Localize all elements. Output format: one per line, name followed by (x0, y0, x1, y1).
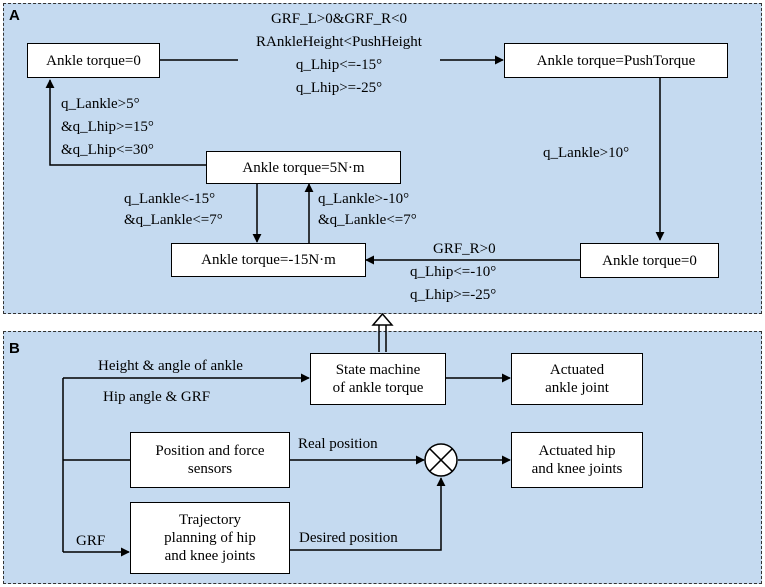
label-real-position: Real position (298, 436, 378, 452)
label-hip-grf: Hip angle & GRF (103, 389, 211, 405)
double-arrow-head (371, 312, 394, 326)
sensors-box: Position and force sensors (130, 432, 290, 488)
transition-label-s5-s4-line1: q_Lankle<-15° (124, 191, 216, 207)
transition-label-s5-s4-line2: &q_Lankle<=7° (124, 212, 223, 228)
state-box-ankle-torque-zero-1: Ankle torque=0 (27, 43, 160, 78)
transition-label-s1-s2-line1: GRF_L>0&GRF_R<0 (270, 11, 408, 27)
transition-label-s4-s5-line1: q_Lankle>-10° (318, 191, 410, 207)
transition-label-s2-s3: q_Lankle>10° (543, 145, 630, 161)
label-height-angle: Height & angle of ankle (98, 358, 243, 374)
actuated-ankle-box: Actuated ankle joint (511, 353, 643, 405)
state-machine-box: State machine of ankle torque (310, 353, 446, 405)
summing-symbol: ⊗ (435, 450, 448, 469)
state-box-minus-15: Ankle torque=-15N·m (171, 243, 366, 277)
transition-label-s3-s4-line2: q_Lhip<=-10° (410, 264, 497, 280)
transition-label-s1-s2-line3: q_Lhip<=-15° (295, 57, 383, 73)
label-grf: GRF (76, 533, 106, 549)
panel-b-letter: B (9, 340, 20, 357)
actuated-hip-knee-box: Actuated hip and knee joints (511, 432, 643, 488)
panel-a-letter: A (9, 7, 20, 24)
transition-label-s5-s1-line3: &q_Lhip<=30° (61, 142, 154, 158)
state-box-5nm: Ankle torque=5N·m (206, 151, 401, 184)
transition-label-s4-s5-line2: &q_Lankle<=7° (318, 212, 417, 228)
state-box-ankle-torque-zero-2: Ankle torque=0 (580, 243, 719, 278)
label-desired-position: Desired position (299, 530, 398, 546)
transition-label-s1-s2-line4: q_Lhip>=-25° (295, 80, 383, 96)
transition-label-s1-s2-line2: RAnkleHeight<PushHeight (256, 34, 422, 50)
state-box-push-torque: Ankle torque=PushTorque (504, 43, 728, 78)
transition-label-s3-s4-line3: q_Lhip>=-25° (410, 287, 497, 303)
transition-label-s5-s1-line1: q_Lankle>5° (61, 96, 140, 112)
transition-label-s5-s1-line2: &q_Lhip>=15° (61, 119, 154, 135)
transition-label-s3-s4-line1: GRF_R>0 (433, 241, 496, 257)
trajectory-planning-box: Trajectory planning of hip and knee join… (130, 502, 290, 574)
